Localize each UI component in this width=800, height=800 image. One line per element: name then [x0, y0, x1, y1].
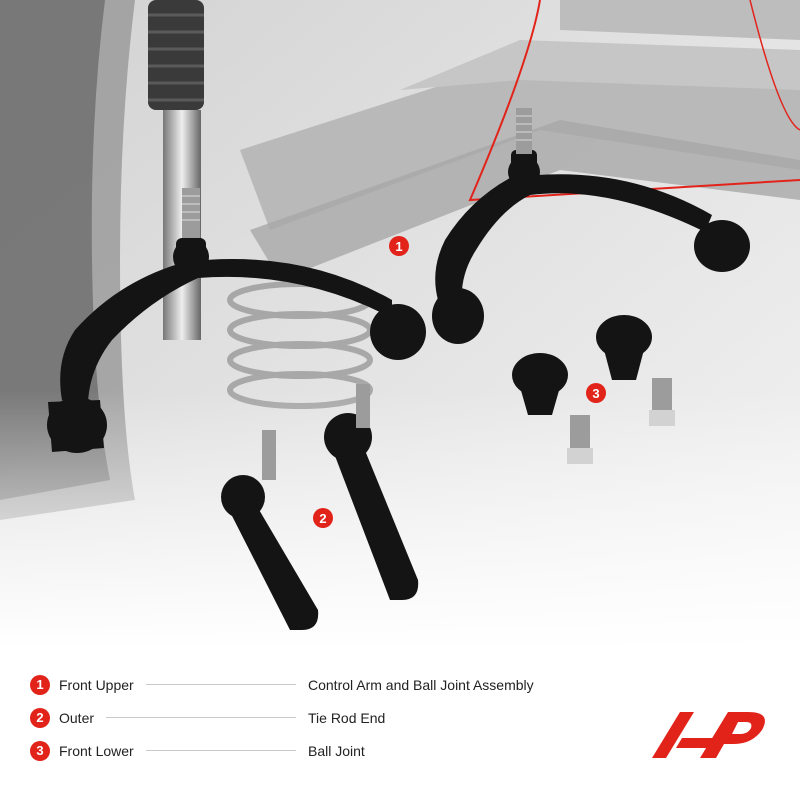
legend-leader-line	[106, 717, 296, 718]
callout-3: 3	[586, 383, 606, 403]
legend-position: Outer	[59, 709, 95, 726]
legend-position: Front Lower	[59, 742, 134, 759]
legend-leader-line	[145, 750, 296, 751]
legend-description: Tie Rod End	[308, 709, 386, 726]
legend-number: 2	[30, 707, 50, 728]
legend-number: 1	[30, 674, 50, 695]
legend-row: 2 Outer Tie Rod End	[30, 701, 590, 734]
brand-logo-icon	[652, 712, 765, 758]
legend-row: 3 Front Lower Ball Joint	[30, 734, 590, 767]
callout-1: 1	[389, 236, 409, 256]
legend-description: Control Arm and Ball Joint Assembly	[308, 676, 534, 693]
legend-number: 3	[30, 740, 50, 761]
parts-legend: 1 Front Upper Control Arm and Ball Joint…	[30, 668, 590, 767]
legend-position: Front Upper	[59, 676, 134, 693]
suspension-photo	[0, 0, 800, 650]
legend-row: 1 Front Upper Control Arm and Ball Joint…	[30, 668, 590, 701]
callout-2: 2	[313, 508, 333, 528]
legend-description: Ball Joint	[308, 742, 365, 759]
legend-leader-line	[145, 684, 296, 685]
